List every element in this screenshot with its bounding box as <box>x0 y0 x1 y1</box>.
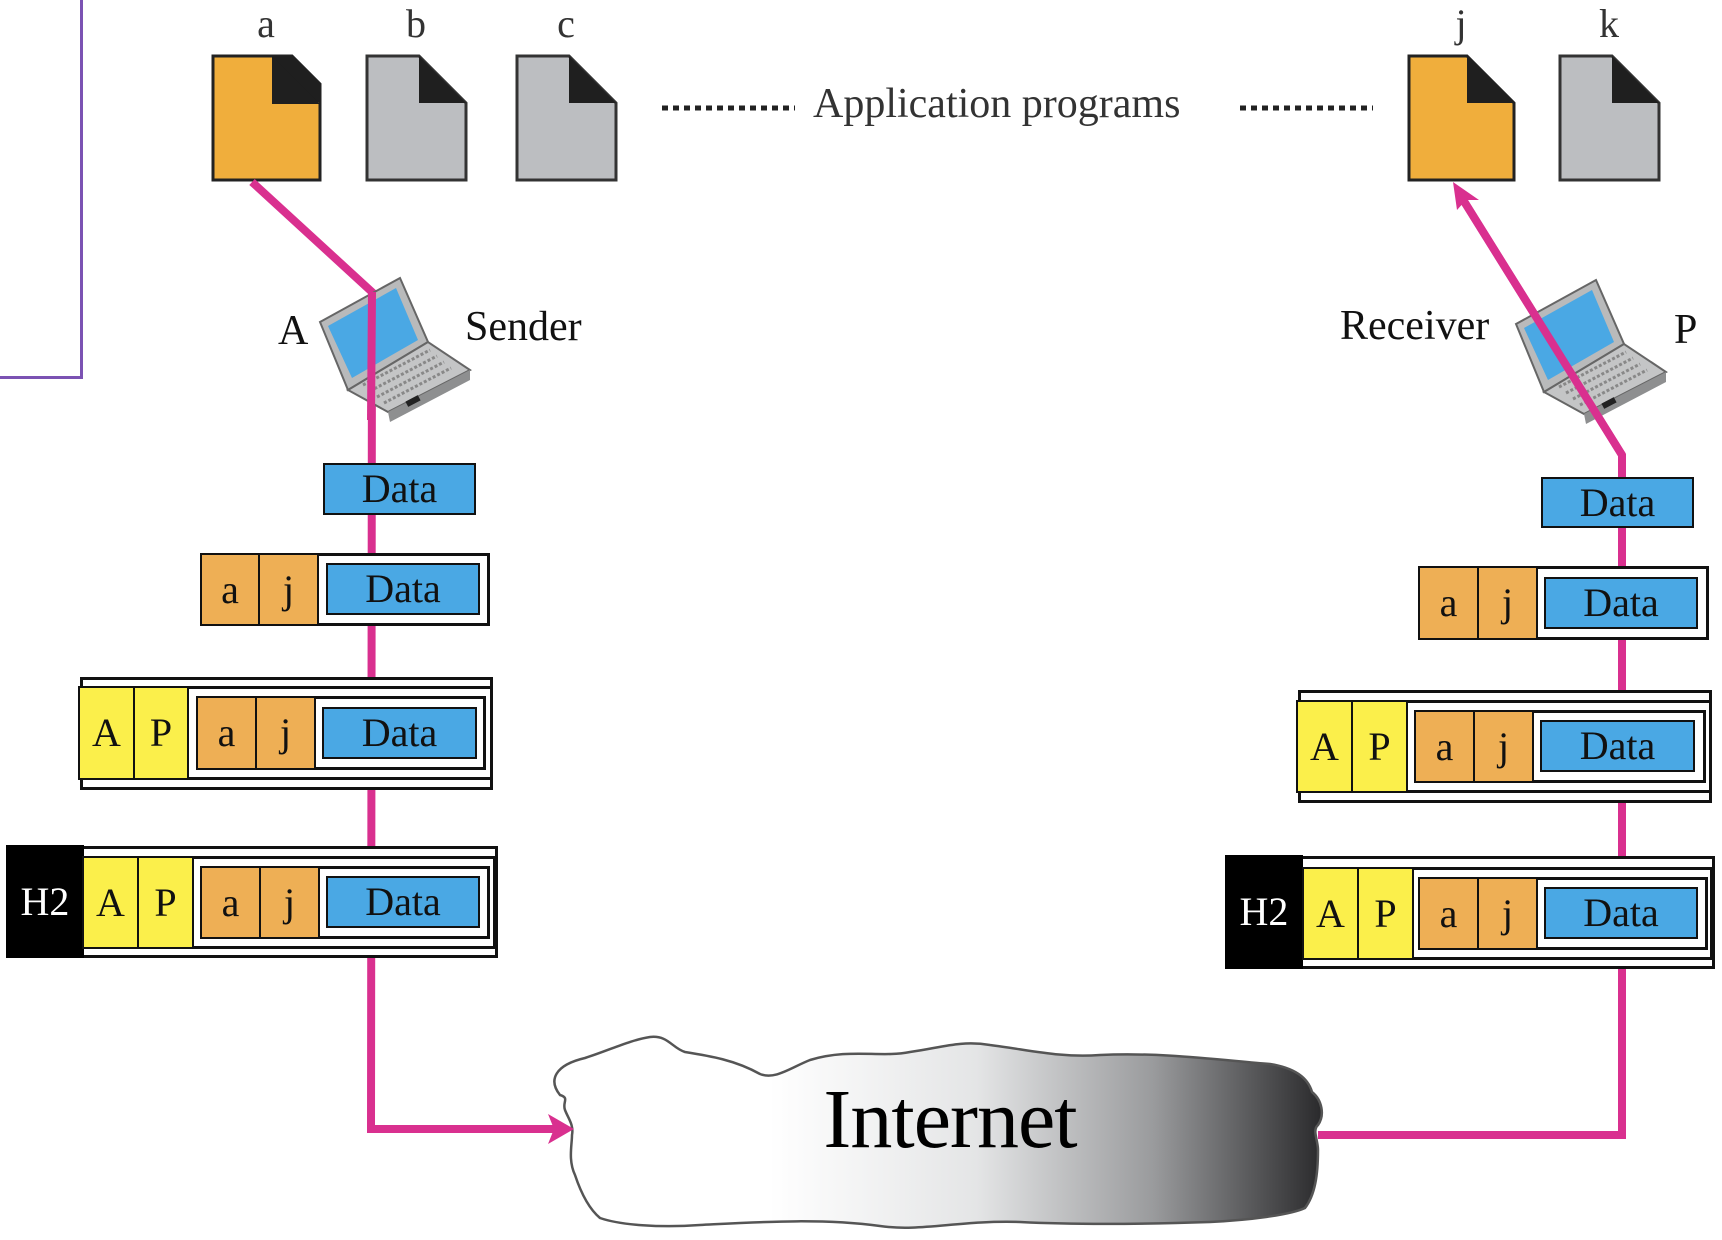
receiver-frame-src-host: A <box>1302 867 1359 960</box>
sender-datagram-dst-host: P <box>133 686 189 780</box>
sender-segment-data: Data <box>326 563 480 615</box>
arrow-into-internet-icon <box>548 1114 574 1144</box>
arrow-into-document-j-icon <box>1453 182 1479 210</box>
sender-laptop-icon <box>318 276 472 422</box>
document-icon-j <box>1407 54 1516 182</box>
document-label-c: c <box>557 1 575 46</box>
receiver-packet-data: Data <box>1541 477 1694 528</box>
receiver-frame-link-header: H2 <box>1225 855 1303 969</box>
internet-cloud <box>553 1035 1324 1229</box>
sender-frame-data: Data <box>326 876 480 928</box>
document-label-b: b <box>406 1 426 46</box>
document-icon-a <box>211 54 322 182</box>
document-icon-b <box>365 54 468 182</box>
sender-id-label: A <box>278 308 309 354</box>
receiver-datagram-src-app: a <box>1414 710 1475 783</box>
sender-frame-dst-host: P <box>137 856 194 949</box>
document-label-k: k <box>1599 1 1619 46</box>
receiver-frame-dst-app: j <box>1477 877 1538 950</box>
receiver-frame-data: Data <box>1544 887 1698 939</box>
sender-path-over-laptop <box>367 291 376 421</box>
sender-datagram-src-host: A <box>78 686 135 780</box>
sender-frame-dst-app: j <box>259 866 320 939</box>
receiver-datagram-data: Data <box>1540 720 1695 772</box>
page-frame-border <box>0 0 83 379</box>
receiver-segment-data: Data <box>1544 577 1698 629</box>
receiver-segment-dst-app: j <box>1477 566 1538 640</box>
receiver-frame-dst-host: P <box>1357 867 1414 960</box>
document-icon-c <box>515 54 618 182</box>
receiver-datagram-dst-app: j <box>1473 710 1534 783</box>
application-programs-label: Application programs <box>813 81 1181 127</box>
sender-frame-src-host: A <box>82 856 139 949</box>
internet-label: Internet <box>823 1073 1077 1166</box>
receiver-datagram-src-host: A <box>1296 700 1353 793</box>
sender-frame-link-header: H2 <box>6 845 84 958</box>
receiver-id-label: P <box>1674 307 1698 353</box>
sender-packet-data: Data <box>323 463 476 515</box>
sender-datagram-dst-app: j <box>255 696 316 770</box>
document-icon-k <box>1558 54 1661 182</box>
sender-datagram-src-app: a <box>196 696 257 770</box>
sender-segment-dst-app: j <box>258 553 319 626</box>
receiver-frame-src-app: a <box>1418 877 1479 950</box>
document-label-j: j <box>1455 1 1467 46</box>
receiver-path-over-laptop <box>1458 195 1626 458</box>
sender-datagram-data: Data <box>322 707 477 759</box>
sender-role-label: Sender <box>465 304 582 350</box>
receiver-datagram-dst-host: P <box>1351 700 1408 793</box>
document-label-a: a <box>257 1 275 46</box>
sender-frame-src-app: a <box>200 866 261 939</box>
receiver-role-label: Receiver <box>1340 303 1490 349</box>
receiver-laptop-icon <box>1514 278 1668 424</box>
receiver-segment-src-app: a <box>1418 566 1479 640</box>
sender-segment-src-app: a <box>200 553 260 626</box>
document-a-fold <box>272 56 320 104</box>
